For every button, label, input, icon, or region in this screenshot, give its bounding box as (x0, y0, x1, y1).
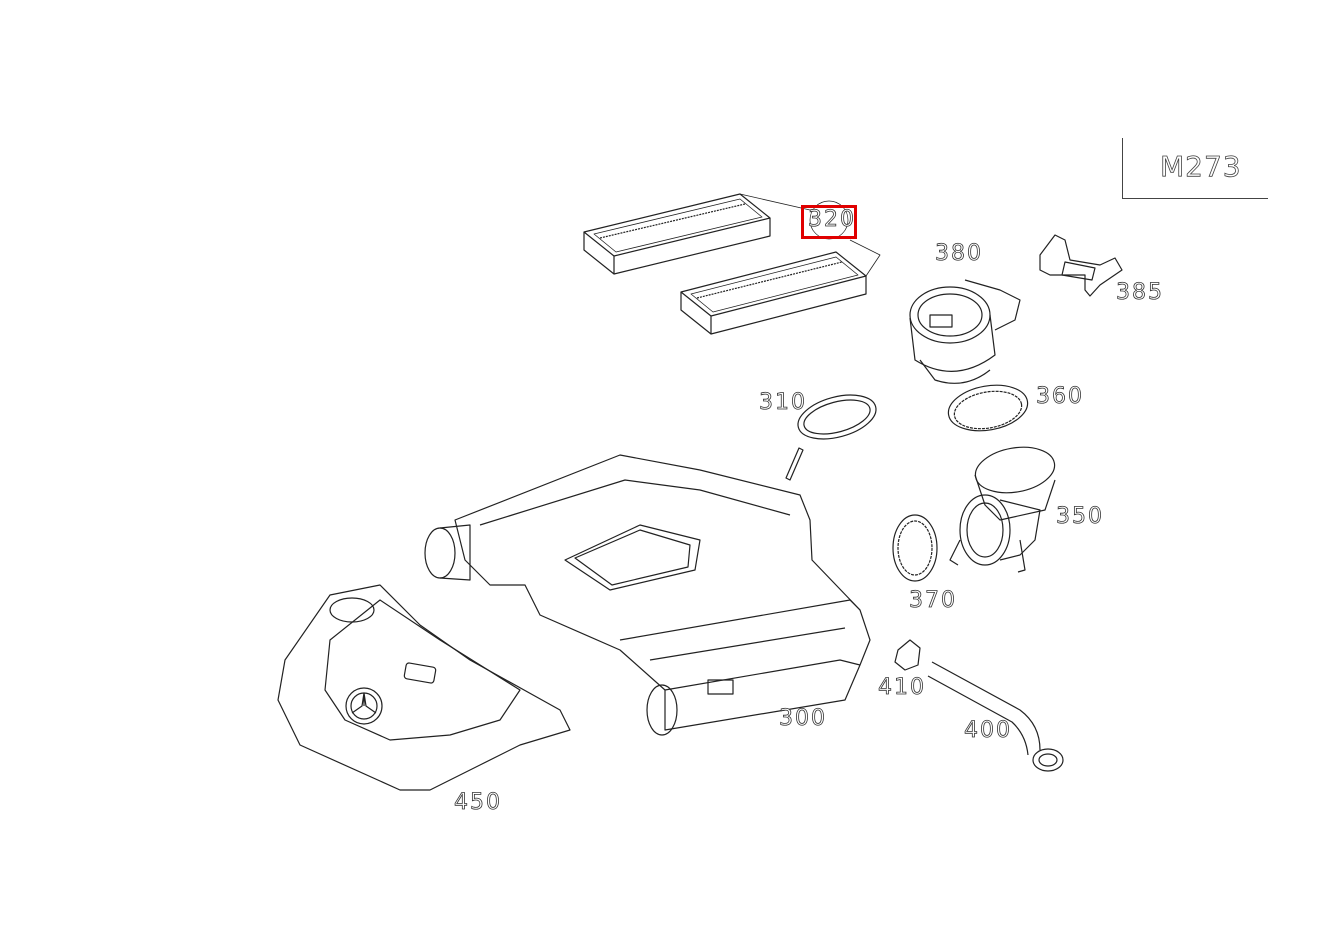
part-label-310[interactable]: 310 (759, 390, 807, 415)
part-label-360[interactable]: 360 (1036, 384, 1084, 409)
part-410-clip[interactable] (894, 639, 921, 671)
part-400-hose[interactable] (927, 661, 1064, 772)
part-label-400[interactable]: 400 (964, 718, 1012, 743)
part-label-300[interactable]: 300 (779, 706, 827, 731)
part-450-engine-cover[interactable] (277, 584, 571, 791)
part-310-seal[interactable] (785, 387, 881, 481)
part-label-370[interactable]: 370 (909, 588, 957, 613)
part-label-350[interactable]: 350 (1056, 504, 1104, 529)
part-370-clamp[interactable] (892, 514, 938, 582)
part-label-450[interactable]: 450 (454, 790, 502, 815)
part-label-385[interactable]: 385 (1116, 280, 1164, 305)
model-code: M273 (1160, 150, 1242, 183)
part-360-clamp[interactable] (945, 379, 1031, 436)
part-350-connector[interactable] (949, 441, 1058, 573)
model-code-box (1122, 138, 1268, 199)
part-label-410[interactable]: 410 (878, 675, 926, 700)
part-300-filter-housing[interactable] (424, 454, 871, 736)
part-label-380[interactable]: 380 (935, 241, 983, 266)
selected-part-highlight (801, 205, 857, 239)
part-320-filters[interactable] (583, 193, 881, 335)
part-380-sensor-housing[interactable] (909, 279, 1021, 384)
part-385-bracket[interactable] (1039, 234, 1123, 297)
part-label-320[interactable]: 320 (808, 207, 856, 232)
